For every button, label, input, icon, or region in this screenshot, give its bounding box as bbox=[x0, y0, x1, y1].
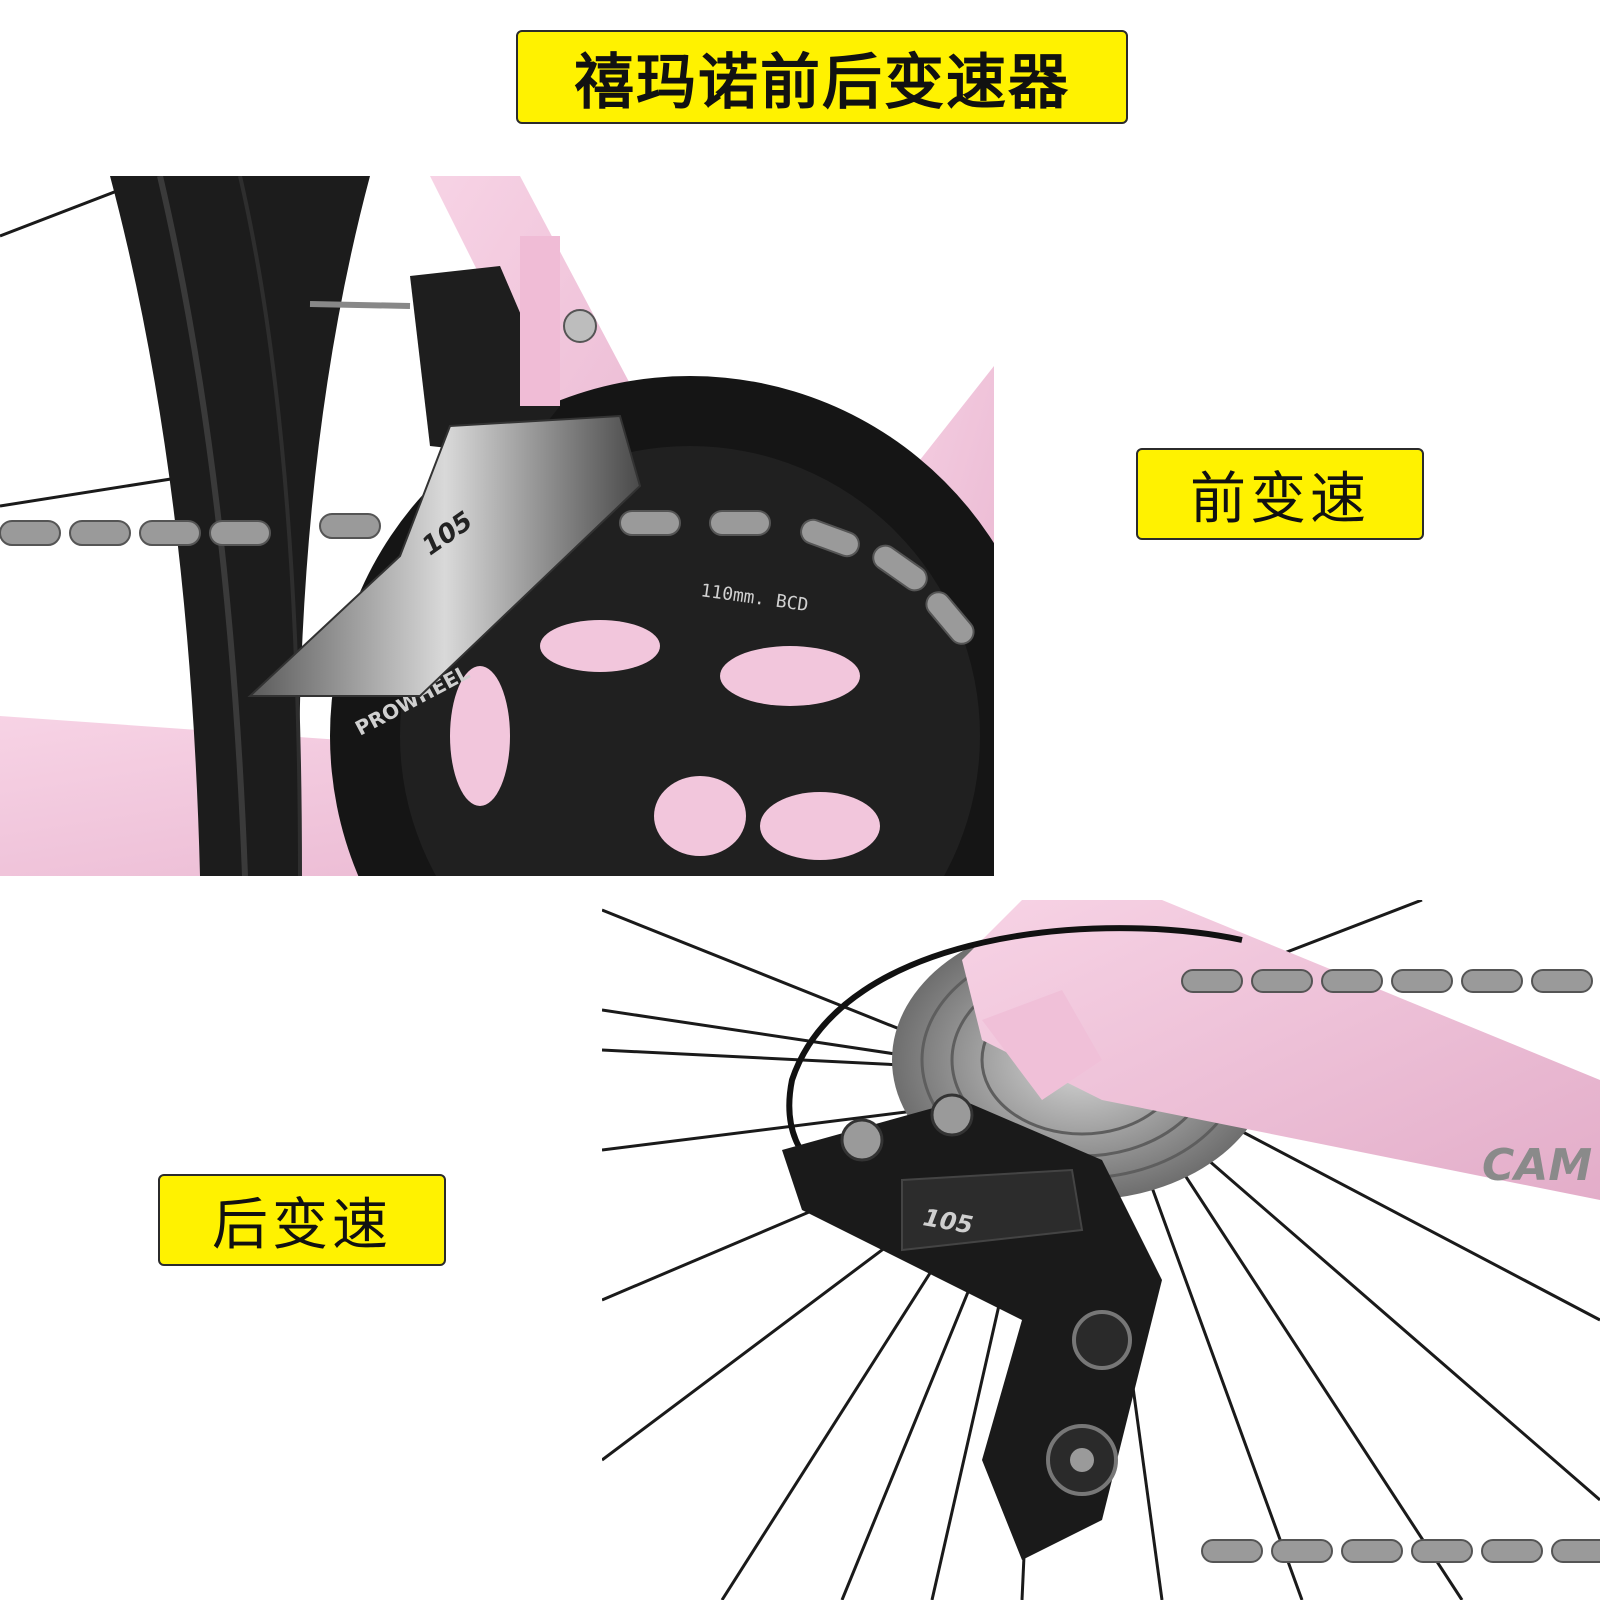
front-derailleur-label: 前变速 bbox=[1136, 448, 1424, 540]
page-title: 禧玛诺前后变速器 bbox=[516, 30, 1128, 124]
rear-derailleur-label: 后变速 bbox=[158, 1174, 446, 1266]
rear-derailleur-photo: CAM 105 bbox=[602, 900, 1600, 1600]
frame-brand-text: CAM bbox=[1482, 1140, 1592, 1191]
front-derailleur-photo: 110mm. BCD PROWHEEL 105 bbox=[0, 176, 994, 876]
front-derailleur-illustration: 110mm. BCD PROWHEEL 105 bbox=[0, 176, 994, 876]
rear-derailleur-illustration: CAM 105 bbox=[602, 900, 1600, 1600]
